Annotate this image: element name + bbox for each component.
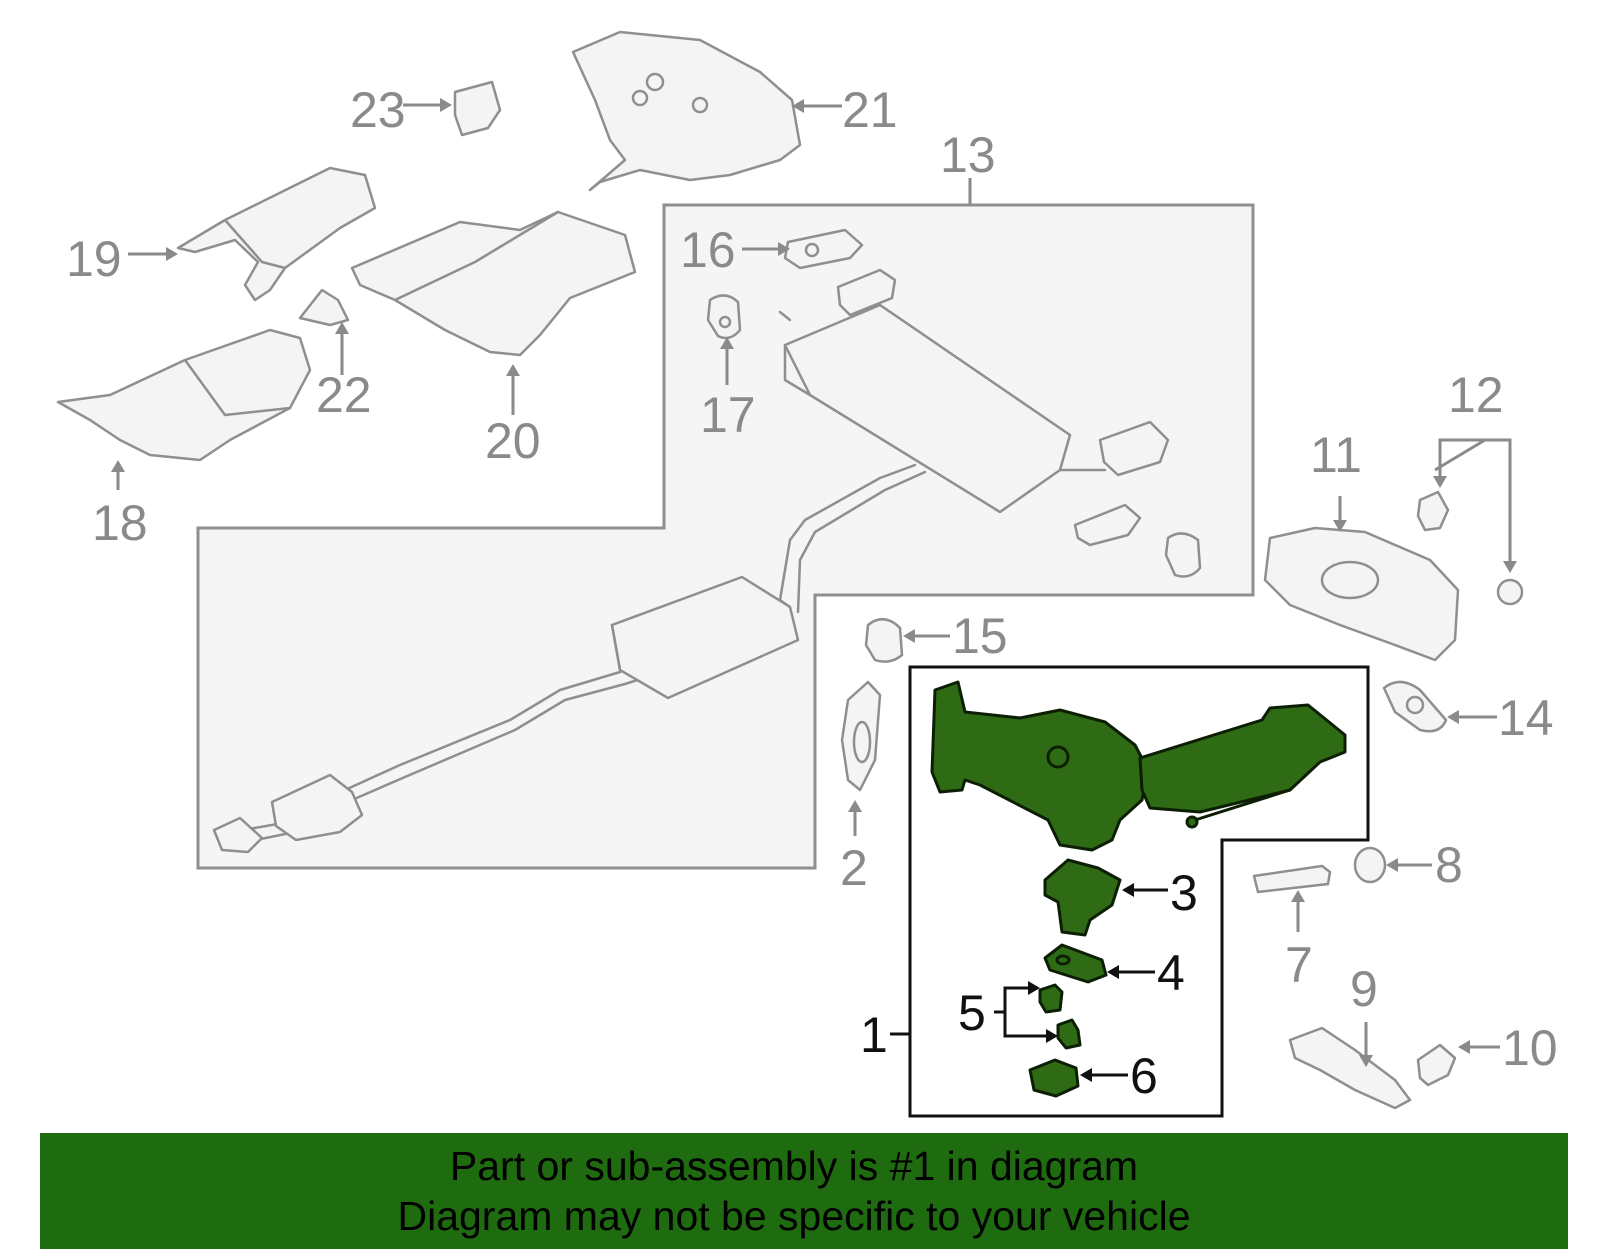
callout-17: 17 (700, 387, 756, 443)
part-1-catalytic-converter (930, 680, 1347, 852)
part-21-splash-shield (571, 30, 802, 192)
callout-18: 18 (92, 495, 148, 551)
part-12-bolt (1416, 490, 1450, 532)
callout-7: 7 (1285, 937, 1313, 993)
callout-11: 11 (1310, 427, 1362, 483)
callout-10: 10 (1502, 1020, 1558, 1076)
callout-4: 4 (1157, 945, 1185, 1001)
callout-14: 14 (1498, 690, 1554, 746)
part-9-gasket (1288, 1026, 1412, 1110)
callout-22: 22 (316, 367, 372, 423)
callout-16: 16 (680, 222, 736, 278)
gray-leaders (111, 98, 1517, 1067)
part-19-heat-shield (176, 166, 377, 302)
part-12-nut (1496, 578, 1524, 606)
part-23-clip (453, 80, 502, 137)
callout-15: 15 (952, 608, 1008, 664)
callout-3: 3 (1170, 865, 1198, 921)
callout-1: 1 (860, 1007, 888, 1063)
callout-13: 13 (940, 127, 996, 183)
callout-5: 5 (958, 985, 986, 1041)
part-5-bolt-a (1038, 983, 1064, 1014)
callout-20: 20 (485, 413, 541, 469)
tailpipe-left (836, 268, 897, 317)
banner-line-1: Part or sub-assembly is #1 in diagram (449, 1143, 1139, 1189)
tailpipe-right (1098, 420, 1170, 477)
group-box-13 (196, 203, 1255, 870)
callout-6: 6 (1130, 1048, 1158, 1104)
front-flange (212, 816, 264, 854)
callout-8: 8 (1435, 837, 1463, 893)
part-5-bolt-b (1056, 1018, 1082, 1050)
rear-muffler (783, 303, 1072, 514)
callout-12: 12 (1448, 367, 1504, 423)
callout-2: 2 (840, 840, 868, 896)
part-20-underbody-shield (350, 210, 637, 357)
info-banner: Part or sub-assembly is #1 in diagram Di… (40, 1133, 1568, 1249)
rear-hanger (1164, 532, 1202, 578)
part-15-hanger (864, 618, 904, 663)
part-16-gasket (783, 228, 864, 270)
part-3-bracket (1043, 858, 1122, 937)
dark-leaders (890, 883, 1168, 1082)
rear-gasket (1073, 503, 1142, 547)
part-6-nut (1028, 1058, 1080, 1098)
callout-23: 23 (350, 82, 406, 138)
part-10-sensor (1416, 1043, 1457, 1087)
part-4-gasket (1043, 943, 1108, 984)
part-8-nut (1353, 846, 1387, 884)
callout-21: 21 (842, 82, 898, 138)
callout-9: 9 (1350, 961, 1378, 1017)
part-7-stud (1252, 864, 1332, 894)
banner-line-2: Diagram may not be specific to your vehi… (397, 1193, 1191, 1239)
callout-19: 19 (66, 231, 122, 287)
part-18-heat-shield (56, 328, 312, 462)
exhaust-pipe-assembly (212, 268, 1170, 854)
part-22-bracket (298, 288, 350, 327)
catalytic-converter-rear (270, 773, 364, 842)
